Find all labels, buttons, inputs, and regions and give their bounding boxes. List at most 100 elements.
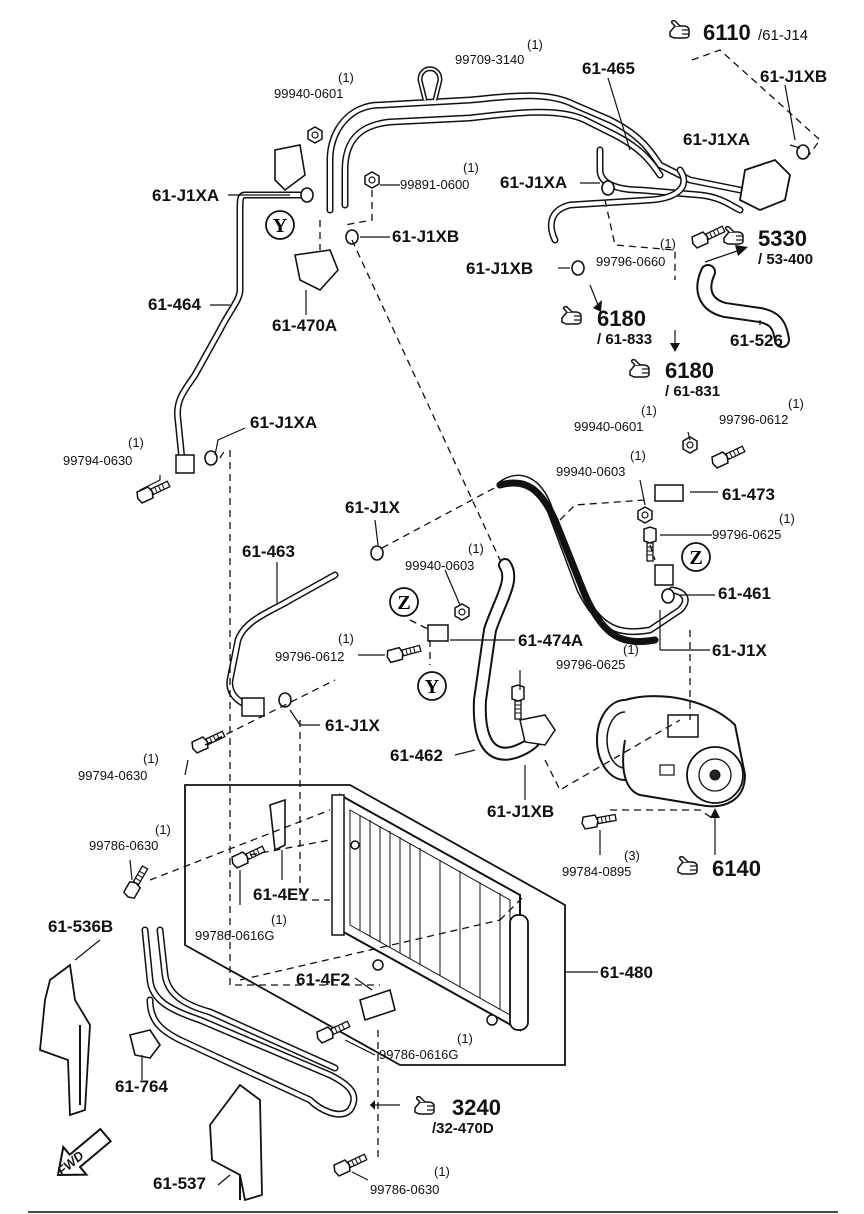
callouts [265,210,711,701]
pointing-hand-icon [723,225,744,245]
arrows [370,245,748,1110]
part-label-99940-0601: 99940-0601 [574,419,643,434]
pointing-hand-icon [677,855,698,875]
part-label-61-536b: 61-536B [48,917,113,936]
part-label-61-537: 61-537 [153,1174,206,1193]
clamp-99709-3140 [417,66,443,101]
part-label-61-473: 61-473 [722,485,775,504]
part-label-99709-3140: 99709-3140 [455,52,524,67]
part-label-99794-0630: 99794-0630 [63,453,132,468]
part-label-99796-0612: 99796-0612 [275,649,344,664]
qty-label: (1) [468,541,484,556]
part-label-61-j1xb: 61-J1XB [466,259,533,278]
part-label-61-470a: 61-470A [272,316,337,335]
pipe-61-464 [173,191,304,464]
part-label-99940-0601: 99940-0601 [274,86,343,101]
ref-6180-a[interactable]: 6180 [597,306,646,331]
qty-label: (1) [338,70,354,85]
part-label-99796-0625: 99796-0625 [712,527,781,542]
part-label-99786-0616g: 99786-0616G [379,1047,459,1062]
callout-z-right: Z [689,547,702,569]
pointing-hand-icon [669,19,690,39]
condenser-61-480 [184,784,566,1066]
qty-label: (1) [143,751,159,766]
pipe-61-465 [326,92,744,214]
qty-label: (1) [779,511,795,526]
ref-6180-b-sub: / 61-831 [665,383,720,400]
part-label-61-j1x: 61-J1X [325,716,380,735]
part-label-99784-0895: 99784-0895 [562,864,631,879]
compressor [596,695,747,808]
qty-label: (1) [463,160,479,175]
part-label-61-4f2: 61-4F2 [296,970,350,989]
part-label-99794-0630: 99794-0630 [78,768,147,783]
pointing-hand-icon [414,1095,435,1115]
qty-label: (1) [155,822,171,837]
fwd-arrow-icon [56,1127,113,1177]
qty-label: (1) [434,1164,450,1179]
part-label-61-764: 61-764 [115,1077,168,1096]
qty-label: (1) [623,642,639,657]
part-label-61-j1xa: 61-J1XA [250,413,317,432]
clip-61-764 [129,1029,161,1059]
qty-label: (1) [527,37,543,52]
part-label-99786-0630: 99786-0630 [370,1182,439,1197]
ref-6180-a-sub: / 61-833 [597,331,652,348]
part-label-61-4ey: 61-4EY [253,885,310,904]
part-label-99796-0660: 99796-0660 [596,254,665,269]
qty-label: (1) [660,236,676,251]
qty-label: (1) [338,631,354,646]
dashed-guides [149,49,821,1160]
bracket-61-4f2 [359,988,396,1022]
qty-label: (1) [788,396,804,411]
qty-label: (1) [457,1031,473,1046]
part-label-99940-0603: 99940-0603 [556,464,625,479]
callout-y-top: Y [273,215,288,237]
ref-3240-sub: /32-470D [432,1120,494,1137]
part-label-61-j1xa: 61-J1XA [683,130,750,149]
part-label-99796-0612: 99796-0612 [719,412,788,427]
bracket-61-4ey [269,798,286,852]
receiver-block-top [175,144,791,746]
part-label-61-462: 61-462 [390,746,443,765]
part-label-61-j1x: 61-J1X [712,641,767,660]
part-label-61-j1xb: 61-J1XB [487,802,554,821]
pipe-61-463 [226,571,339,712]
callout-z-mid: Z [397,592,410,614]
pointing-hand-icon [629,358,650,378]
part-label-61-526: 61-526 [730,331,783,350]
ref-3240[interactable]: 3240 [452,1095,501,1120]
part-label-99940-0603: 99940-0603 [405,558,474,573]
part-label-61-464: 61-464 [148,295,201,314]
ref-6140[interactable]: 6140 [712,856,761,881]
part-label-61-j1xa: 61-J1XA [500,173,567,192]
bracket-61-537 [209,1083,263,1202]
ref-6180-b[interactable]: 6180 [665,358,714,383]
bracket-61-470a [294,249,339,291]
part-label-99891-0600: 99891-0600 [400,177,469,192]
part-label-61-461: 61-461 [718,584,771,603]
ref-5330[interactable]: 5330 [758,226,807,251]
pipe-61-461 [496,474,689,646]
part-label-61-474a: 61-474A [518,631,583,650]
pointing-hand-icon [561,305,582,325]
qty-label: (1) [128,435,144,450]
part-label-61-j1x: 61-J1X [345,498,400,517]
qty-label: (3) [624,848,640,863]
hose-61-526 [696,264,790,348]
part-label-61-465: 61-465 [582,59,635,78]
bracket-61-536b [39,963,91,1117]
leader-lines [74,77,801,1186]
qty-label: (1) [641,403,657,418]
part-label-99786-0630: 99786-0630 [89,838,158,853]
ref-5330-sub: / 53-400 [758,251,813,268]
part-label-61-j1xa: 61-J1XA [152,186,219,205]
ref-6110[interactable]: 6110 [703,20,751,45]
qty-label: (1) [630,448,646,463]
part-label-61-463: 61-463 [242,542,295,561]
lower-pipes-3240 [141,926,358,1118]
fasteners [122,126,747,1178]
pipe-61-j1xa-branch [547,146,744,244]
part-label-99786-0616g: 99786-0616G [195,928,275,943]
